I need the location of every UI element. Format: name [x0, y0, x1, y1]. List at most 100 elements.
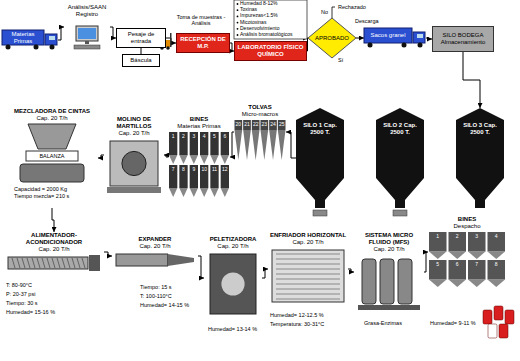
node-text: BINES: [453, 216, 480, 223]
bin-number: 20: [234, 122, 243, 128]
bin-number: 2: [178, 134, 188, 140]
node-text: Despacho: [453, 223, 480, 230]
node-text: SILO 1 Cap. 2500 T.: [297, 122, 343, 136]
annotation: Humedad= 12-12.5 %: [270, 312, 324, 318]
node-text: Micro-macros: [242, 111, 278, 118]
annotation: Tiempo: 30 s: [6, 300, 38, 306]
node-text: EXPANDER: [139, 236, 172, 243]
text-block: LABORATORIO FÍSICO QUÍMICO: [235, 43, 306, 59]
annotation: Rechazado: [338, 4, 366, 10]
text-block: APROBADO: [313, 34, 351, 43]
flow-arrow: [98, 155, 104, 158]
node-text: RECEPCIÓN DE M.P.: [179, 36, 227, 50]
node-text: BINES: [177, 116, 220, 123]
annotation: BALANZA: [26, 153, 78, 159]
expander: EXPANDERCap. 20 T/h: [112, 236, 198, 276]
bin-group: BINESDespacho: [428, 216, 506, 288]
text-block: SILO 1 Cap. 2500 T.: [296, 122, 344, 136]
annotation: Desenvolvimiento: [240, 26, 279, 32]
bin-number: 7: [168, 167, 178, 173]
bin-number: 5: [428, 262, 448, 268]
computer-station: Análisis/SAAN Registro: [64, 4, 110, 50]
node-text: Báscula: [130, 57, 151, 64]
node-text: SILO 2 Cap. 2500 T.: [377, 122, 423, 136]
annotation: Tiempo mezcla= 210 s: [14, 193, 69, 199]
flow-arrow: [463, 52, 480, 108]
bin-number: 7: [467, 262, 487, 268]
node-text: ENFRIADOR HORIZONTAL: [270, 232, 346, 239]
text-block: MEZCLADORA DE CINTASCap. 20 T/h: [13, 108, 91, 122]
node-text: Almacenamiento: [441, 39, 486, 46]
node-text: MEZCLADORA DE CINTAS: [14, 108, 90, 115]
process-box: SILO BODEGAAlmacenamiento: [432, 26, 494, 52]
annotation: P: 20-37 psi: [6, 291, 35, 297]
checklist-box: [234, 0, 307, 39]
bin-number: 6: [220, 134, 230, 140]
node-text: Cap. 20 T/h: [210, 243, 257, 250]
text-block: ALIMENTADOR-ACONDICIONADORCap. 20 T/h: [4, 232, 104, 253]
truck-icon: Materias Primas: [2, 30, 58, 50]
text-block: PELETIZADORACap. 20 T/h: [209, 236, 258, 250]
flow-arrow: [104, 252, 112, 256]
flow-arrow: [356, 38, 364, 39]
annotation: Tiempo: 15 s: [140, 284, 172, 290]
node-text: LABORATORIO FÍSICO QUÍMICO: [237, 44, 304, 58]
node-text: Cap. 20 T/h: [270, 239, 346, 246]
annotation: Sí: [338, 57, 343, 63]
bin-number: 24: [269, 122, 278, 128]
annotation: No: [321, 9, 328, 15]
decision-diamond: APROBADO: [308, 18, 356, 58]
hammer-mill: MOLINO DE MARTILLOSCap. 20 T/h: [104, 116, 164, 194]
bin-number: 4: [487, 234, 507, 240]
micro-fluid-system: SISTEMA MICRO FLUIDO (MFS)Cap. 20 T/h: [354, 232, 424, 312]
flow-arrow: [164, 155, 168, 157]
annotation: Humedad= 13-14 %: [208, 326, 257, 332]
flow-arrow: [424, 252, 428, 272]
conditioner: ALIMENTADOR-ACONDICIONADORCap. 20 T/h: [4, 232, 104, 272]
process-box: LABORATORIO FÍSICO QUÍMICO: [234, 41, 307, 61]
bullet-dots: [237, 3, 239, 36]
node-text: Análisis/SAAN Registro: [65, 4, 109, 18]
node-text: Cap. 20 T/h: [355, 246, 423, 253]
flow-arrow: [198, 256, 204, 278]
annotation: Humedad= 15-16 %: [6, 309, 55, 315]
node-text: Sacos granel: [370, 32, 405, 39]
bin-number: 21: [243, 122, 252, 128]
bin-number: 10: [199, 167, 209, 173]
annotation: Humedad= 9-11 %: [430, 320, 476, 326]
annotation: Descarga: [355, 18, 379, 24]
flow-arrow: [348, 269, 354, 272]
annotation: Impurezas<1.5%: [240, 13, 278, 19]
annotation: Temperatura: 30-31°C: [270, 321, 324, 327]
node-text: Materias Primas: [177, 123, 220, 130]
process-box: RECEPCIÓN DE M.P.: [176, 33, 230, 53]
silo: SILO 2 Cap. 2500 T.: [376, 108, 424, 208]
node-text: Cap. 20 T/h: [105, 130, 163, 137]
text-block: Sacos granel: [368, 31, 407, 40]
bin-number: 12: [220, 167, 230, 173]
bin-number: 8: [487, 262, 507, 268]
annotation: Micotoxinas: [240, 20, 266, 26]
node-text: SISTEMA MICRO FLUIDO (MFS): [355, 232, 423, 246]
annotation: Capacidad = 2000 Kg: [14, 186, 67, 192]
bin-number: 3: [467, 234, 487, 240]
feed-bags: [483, 306, 514, 338]
annotation: T: 100-110°C: [140, 293, 172, 299]
text-block: Análisis/SAAN Registro: [64, 4, 110, 18]
reject-line: [332, 7, 335, 18]
flow-arrow: [52, 208, 54, 232]
bin-number: 22: [251, 122, 260, 128]
bin-number: 5: [209, 134, 219, 140]
text-block: ENFRIADOR HORIZONTALCap. 20 T/h: [269, 232, 347, 246]
text-block: Pesaje de entrada: [117, 30, 165, 46]
process-box: Báscula: [122, 54, 160, 67]
text-block: RECEPCIÓN DE M.P.: [177, 35, 229, 51]
bin-number: 23: [260, 122, 269, 128]
silo: SILO 3 Cap. 2500 T.: [456, 108, 504, 208]
node-text: MOLINO DE MARTILLOS: [105, 116, 163, 130]
text-block: SILO 3 Cap. 2500 T.: [456, 122, 504, 136]
node-text: Cap. 20 T/h: [139, 243, 172, 250]
bin-number: 8: [178, 167, 188, 173]
pellet-mill: PELETIZADORACap. 20 T/h: [204, 236, 262, 320]
